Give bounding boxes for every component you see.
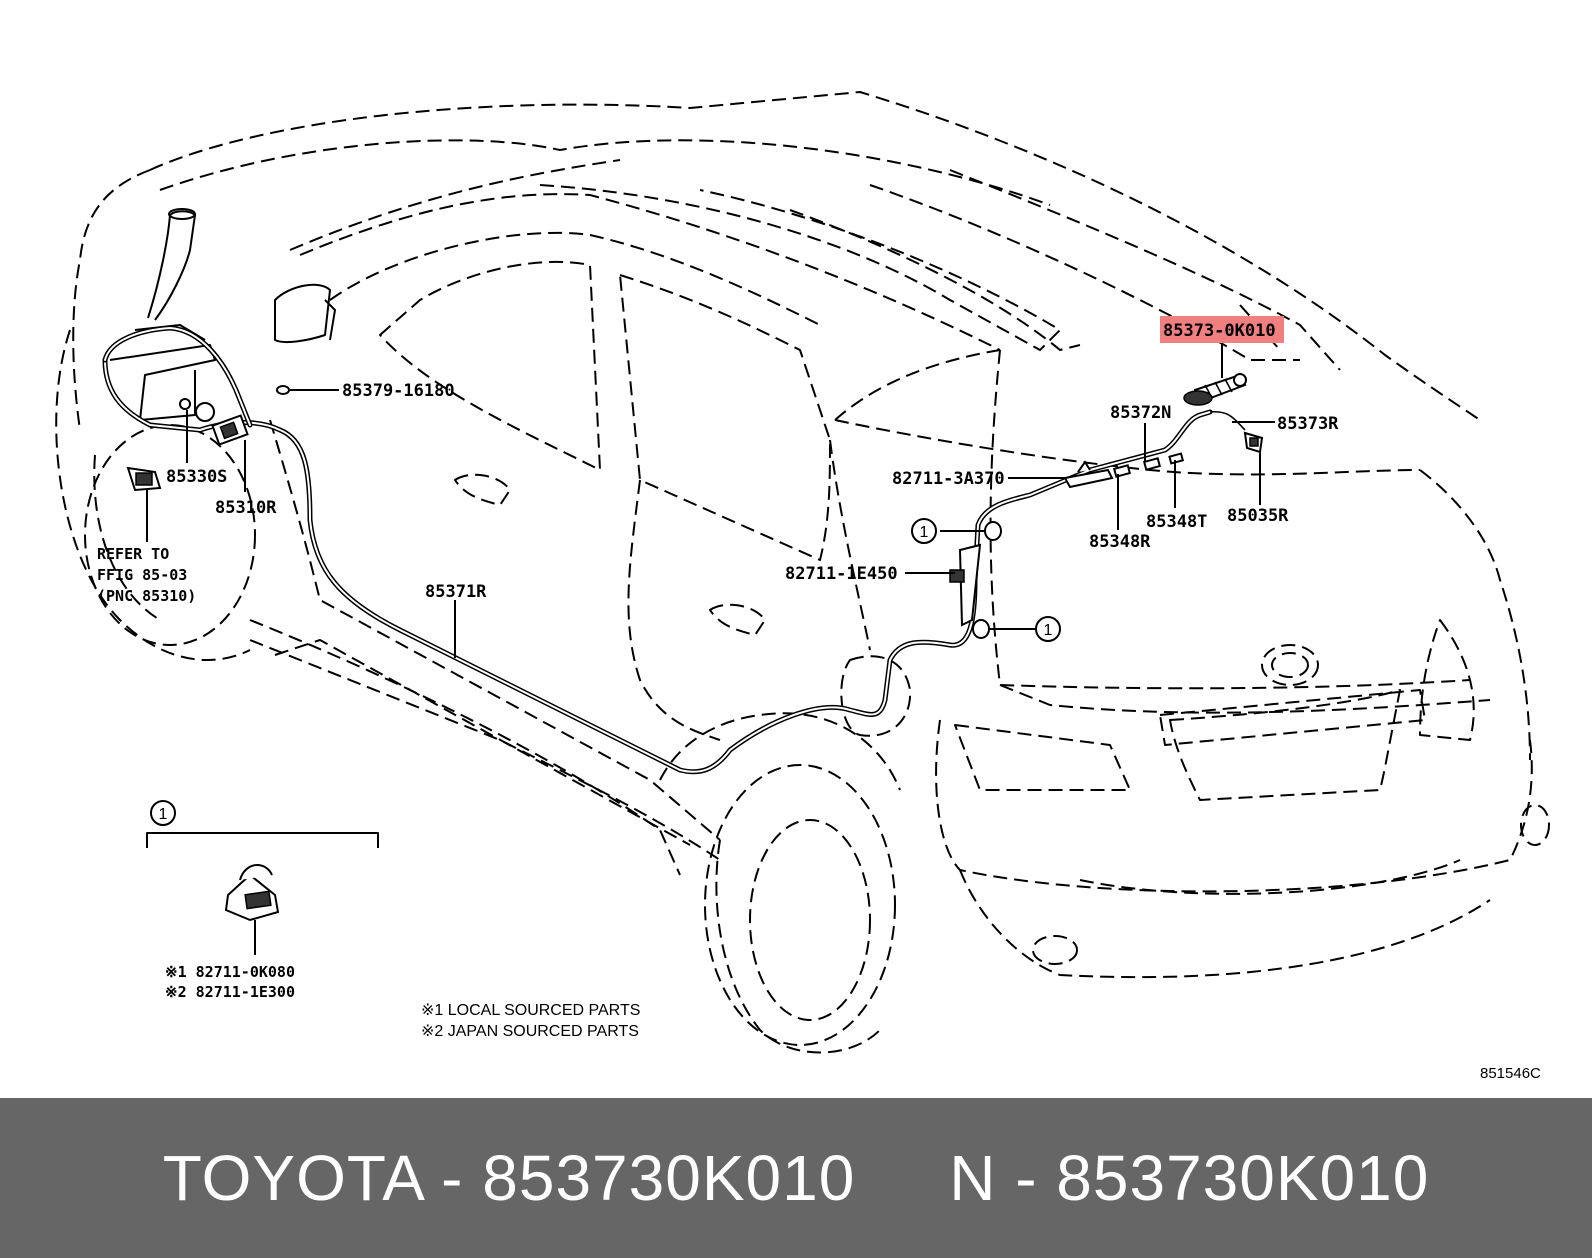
circle-ref-1: 1 (920, 524, 929, 541)
clip-detail-icon (224, 864, 280, 955)
label-85371R[interactable]: 85371R (425, 582, 487, 602)
refer-note-line2: FFIG 85-03 (97, 566, 187, 584)
circle-ref-inset: 1 (159, 806, 168, 823)
label-kit-1[interactable]: ※1 82711-0K080 (165, 963, 295, 981)
legend-japan-sourced: ※2 JAPAN SOURCED PARTS (421, 1023, 639, 1040)
circle-ref-2: 1 (1044, 622, 1053, 639)
label-kit-2[interactable]: ※2 82711-1E300 (165, 983, 295, 1001)
label-85379-16180[interactable]: 85379-16180 (342, 381, 455, 401)
parts-diagram: 1 1 1 85373-0K010 85372N 85373R 82711-3A… (55, 91, 1550, 1082)
label-85348R[interactable]: 85348R (1089, 532, 1151, 552)
label-85330S[interactable]: 85330S (166, 467, 227, 487)
nozzle-icon (1243, 431, 1264, 454)
label-85373-0K010[interactable]: 85373-0K010 (1163, 321, 1276, 341)
label-85373R[interactable]: 85373R (1277, 414, 1339, 434)
hose-joint-icon (1112, 452, 1185, 478)
reference-markers: 1 1 1 (150, 518, 1061, 826)
rear-washer-nozzle-icon (1183, 373, 1247, 406)
part-number-banner: TOYOTA - 853730K010 N - 853730K010 (0, 1098, 1592, 1258)
washer-hose (102, 325, 1246, 775)
label-82711-1E450[interactable]: 82711-1E450 (785, 564, 898, 584)
leader-lines (146, 343, 1275, 848)
refer-note-line1: REFER TO (97, 545, 169, 563)
label-82711-3A370[interactable]: 82711-3A370 (892, 469, 1005, 489)
highlighted-part-box (1160, 316, 1284, 343)
legend-local-sourced: ※1 LOCAL SOURCED PARTS (421, 1002, 640, 1019)
clip-icon (972, 521, 1002, 639)
label-85372N[interactable]: 85372N (1110, 403, 1171, 423)
part-labels: 85373-0K010 85372N 85373R 82711-3A370 85… (97, 316, 1541, 1082)
label-85310R[interactable]: 85310R (215, 498, 277, 518)
components (126, 373, 1264, 955)
label-85035R[interactable]: 85035R (1227, 506, 1289, 526)
washer-pump-icon (126, 398, 249, 492)
banner-caption: TOYOTA - 853730K010 N - 853730K010 (162, 1142, 1430, 1214)
hose-clamp-icon (1063, 460, 1114, 489)
refer-note-line3: (PNC 85310) (97, 587, 196, 605)
label-85348T[interactable]: 85348T (1146, 512, 1207, 532)
grommet-icon (276, 385, 290, 395)
diagram-code: 851546C (1480, 1065, 1541, 1082)
